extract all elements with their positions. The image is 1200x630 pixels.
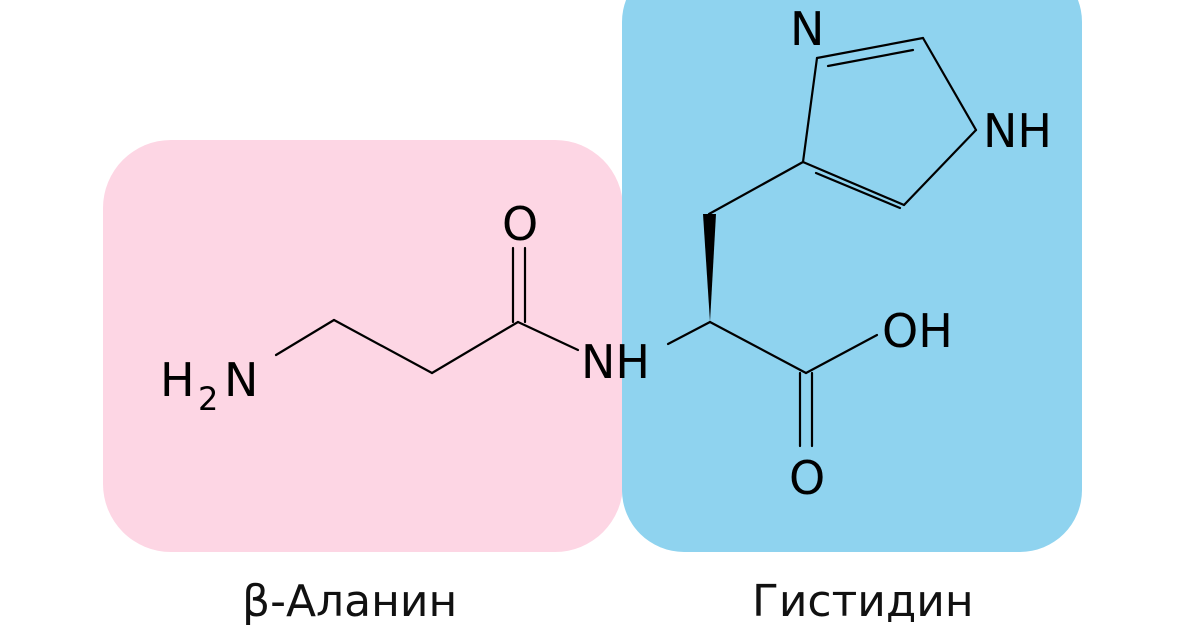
bond-ccarboxyl-oh — [804, 333, 879, 375]
bond-ring-c5-nh — [902, 128, 978, 207]
amine-subscript-label: 2 — [198, 380, 218, 418]
bond-c1-c2 — [332, 318, 434, 375]
bond-n-c1 — [274, 318, 336, 357]
beta-alanine-region — [103, 140, 623, 552]
bond-ring-c2-n3-inner — [826, 48, 915, 68]
bond-c2-c3 — [430, 320, 520, 375]
bond-lines — [274, 36, 978, 448]
bond-ring-c4-c5-inner — [814, 171, 902, 210]
carbonyl-o-left-label: O — [502, 197, 538, 251]
bond-calpha-ccarboxyl — [708, 320, 808, 375]
bond-ring-c4-c5 — [801, 160, 906, 207]
imidazole-nh-label: NH — [983, 104, 1052, 158]
carbonyl-o-right-label: O — [789, 451, 825, 505]
bond-cbeta-ring — [707, 160, 805, 216]
bond-ring-n3-c4 — [801, 56, 819, 164]
bond-ring-nh-c2 — [921, 36, 978, 132]
bond-c3-nh — [516, 320, 580, 352]
amide-nh-label: NH — [581, 335, 650, 389]
hydroxyl-label: OH — [882, 304, 953, 358]
amine-n-label: N — [224, 353, 258, 407]
amine-h-label: H — [160, 353, 195, 407]
beta-alanine-caption: β-Аланин — [242, 576, 458, 627]
imidazole-n-label: N — [790, 2, 824, 56]
histidine-caption: Гистидин — [752, 576, 974, 627]
histidine-region — [622, 0, 1082, 552]
bond-wedge-calpha-cbeta — [703, 214, 716, 322]
bond-nh-calpha — [666, 320, 712, 346]
bond-ring-c2-n3 — [815, 36, 925, 60]
